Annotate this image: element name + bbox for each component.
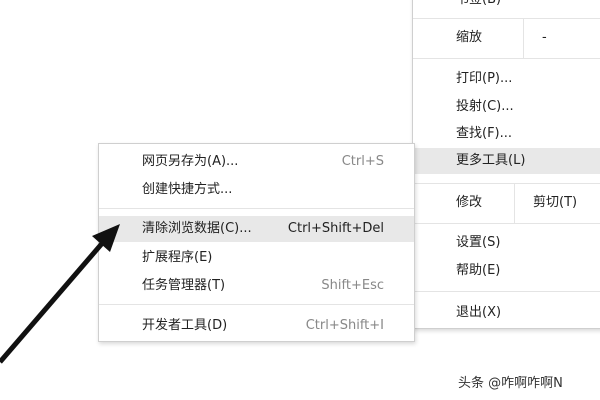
label: 更多工具(L) (456, 153, 526, 168)
submenu-item-developer-tools[interactable]: 开发者工具(D) Ctrl+Shift+I (99, 313, 414, 339)
label: 退出(X) (456, 305, 502, 320)
label: 设置(S) (456, 235, 501, 250)
menu-item-cast[interactable]: 投射(C)... (413, 94, 600, 120)
more-tools-submenu: 网页另存为(A)... Ctrl+S 创建快捷方式... 清除浏览数据(C)...… (98, 143, 415, 342)
menu-item-more-tools[interactable]: 更多工具(L) (413, 148, 600, 174)
menu-item-print[interactable]: 打印(P)... (413, 66, 600, 92)
shortcut: Ctrl+S (341, 154, 384, 169)
edit-label: 修改 (456, 195, 483, 210)
watermark: 头条 @咋啊咋啊N (458, 376, 563, 391)
submenu-item-extensions[interactable]: 扩展程序(E) (99, 245, 414, 271)
submenu-item-clear-browsing-data[interactable]: 清除浏览数据(C)... Ctrl+Shift+Del (99, 216, 414, 242)
label: 书签(B) (456, 0, 501, 13)
zoom-row: 缩放 - (413, 18, 600, 58)
label: 开发者工具(D) (142, 318, 228, 333)
label: 查找(F)... (456, 126, 513, 141)
label: 投射(C)... (456, 99, 514, 114)
edit-row: 修改 剪切(T) (413, 183, 600, 223)
label: 网页另存为(A)... (142, 154, 239, 169)
menu-item-bookmarks[interactable]: 书签(B) (413, 0, 600, 13)
menu-item-settings[interactable]: 设置(S) (413, 230, 600, 256)
label: 创建快捷方式... (142, 182, 233, 197)
shortcut: Shift+Esc (321, 278, 384, 293)
label: 扩展程序(E) (142, 250, 213, 265)
browser-main-menu: 书签(B) 缩放 - 打印(P)... 投射(C)... 查找(F)... 更多… (412, 0, 600, 329)
cut-button[interactable]: 剪切(T) (514, 183, 577, 223)
shortcut: Ctrl+Shift+I (305, 318, 384, 333)
menu-item-exit[interactable]: 退出(X) (413, 300, 600, 326)
submenu-item-save-page[interactable]: 网页另存为(A)... Ctrl+S (99, 149, 414, 175)
label: 帮助(E) (456, 263, 501, 278)
zoom-label: 缩放 (456, 30, 483, 45)
submenu-item-task-manager[interactable]: 任务管理器(T) Shift+Esc (99, 273, 414, 299)
shortcut: Ctrl+Shift+Del (287, 221, 384, 236)
menu-item-help[interactable]: 帮助(E) (413, 258, 600, 284)
label: 打印(P)... (456, 71, 513, 86)
label: 任务管理器(T) (142, 278, 226, 293)
label: 清除浏览数据(C)... (142, 221, 252, 236)
submenu-item-create-shortcut[interactable]: 创建快捷方式... (99, 177, 414, 203)
menu-item-find[interactable]: 查找(F)... (413, 121, 600, 147)
zoom-out-button[interactable]: - (523, 18, 547, 58)
